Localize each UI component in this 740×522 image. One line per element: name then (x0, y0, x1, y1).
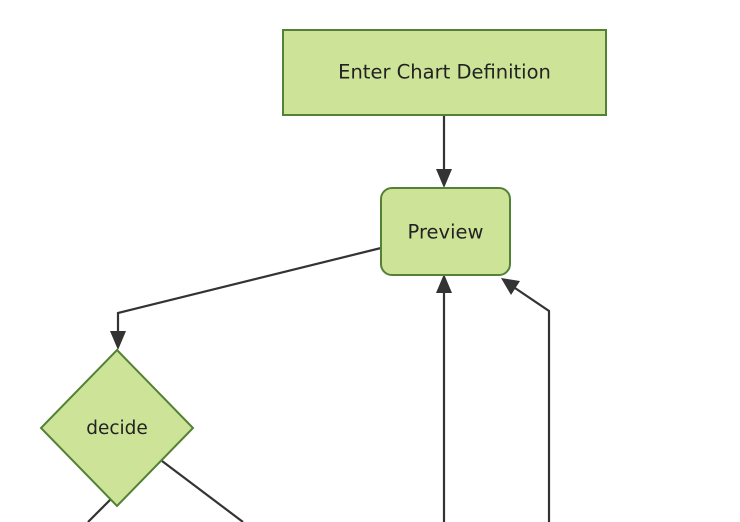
node-label-decide: decide (86, 418, 148, 439)
node-enter-chart-definition[interactable]: Enter Chart Definition (282, 29, 607, 116)
edge-enter-to-preview (436, 115, 452, 188)
node-diamond-shape (39, 348, 195, 508)
arrowhead-icon (501, 278, 520, 295)
edge-line (511, 285, 551, 522)
edge-bottom-right-to-preview (501, 278, 551, 522)
node-decide[interactable]: decide (39, 348, 195, 508)
node-rounded-rectangle-shape (380, 187, 511, 276)
node-preview[interactable]: Preview (380, 187, 511, 276)
edge-line (116, 246, 382, 338)
edge-decide-to-offscreen-left (87, 497, 113, 522)
edge-line (87, 497, 113, 522)
arrowhead-icon (436, 169, 452, 188)
node-rectangle-shape (282, 29, 607, 116)
edge-line (161, 460, 244, 522)
node-label-preview: Preview (408, 221, 484, 244)
edge-decide-to-offscreen-right (161, 460, 244, 522)
edge-bottom-center-to-preview (436, 274, 452, 522)
edge-preview-to-decide (110, 246, 382, 350)
arrowhead-icon (110, 331, 126, 350)
node-label-enter-chart-definition: Enter Chart Definition (338, 61, 551, 84)
arrowhead-icon (436, 274, 452, 293)
